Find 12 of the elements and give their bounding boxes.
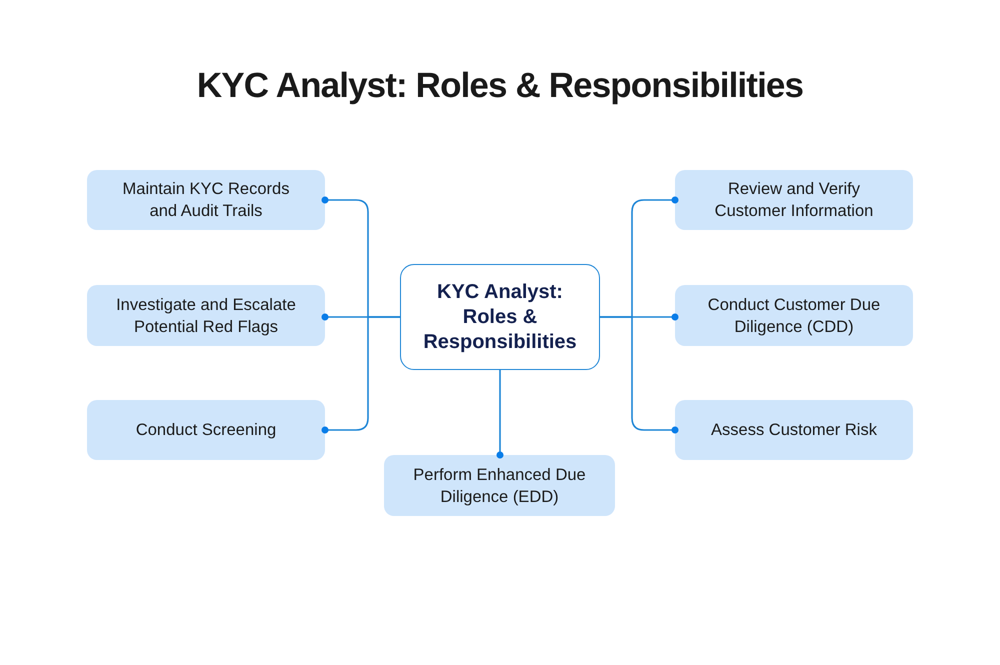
title: KYC Analyst: Roles & Responsibilities xyxy=(196,65,804,107)
role-box: Investigate and Escalate Potential Red Flags xyxy=(87,285,325,346)
role-box: Maintain KYC Records and Audit Trails xyxy=(87,170,325,230)
connector xyxy=(322,316,400,434)
connector xyxy=(600,316,678,434)
role-box: Perform Enhanced Due Diligence (EDD) xyxy=(384,455,615,516)
role-box: Conduct Customer Due Diligence (CDD) xyxy=(675,285,913,346)
role-box: Assess Customer Risk xyxy=(675,400,913,460)
connector xyxy=(496,370,504,458)
central-topic-box: KYC Analyst: Roles & Responsibilities xyxy=(400,264,600,370)
role-box: Conduct Screening xyxy=(87,400,325,460)
role-box: Review and Verify Customer Information xyxy=(675,170,913,230)
